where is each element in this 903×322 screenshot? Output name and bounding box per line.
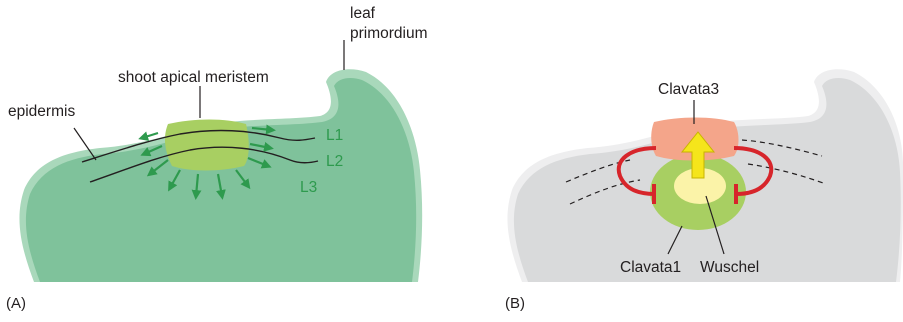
meristem-zone (165, 120, 249, 171)
label-epidermis: epidermis (8, 103, 75, 120)
label-clavata1: Clavata1 (620, 259, 681, 276)
panel-tag-a: (A) (6, 295, 26, 312)
label-meristem: shoot apical meristem (118, 69, 269, 86)
label-leaf: leaf (350, 5, 376, 22)
label-l3: L3 (300, 179, 317, 196)
label-wuschel: Wuschel (700, 259, 759, 276)
panel-b: Clavata3 Clavata1 Wuschel (B) (505, 69, 903, 312)
panel-a: leaf primordium shoot apical meristem ep… (6, 5, 428, 312)
shoot-tissue-a-inner (26, 78, 416, 282)
label-l2: L2 (326, 153, 343, 170)
label-l1: L1 (326, 127, 343, 144)
label-clavata3: Clavata3 (658, 81, 719, 98)
label-primordium: primordium (350, 25, 428, 42)
panel-tag-b: (B) (505, 295, 525, 312)
